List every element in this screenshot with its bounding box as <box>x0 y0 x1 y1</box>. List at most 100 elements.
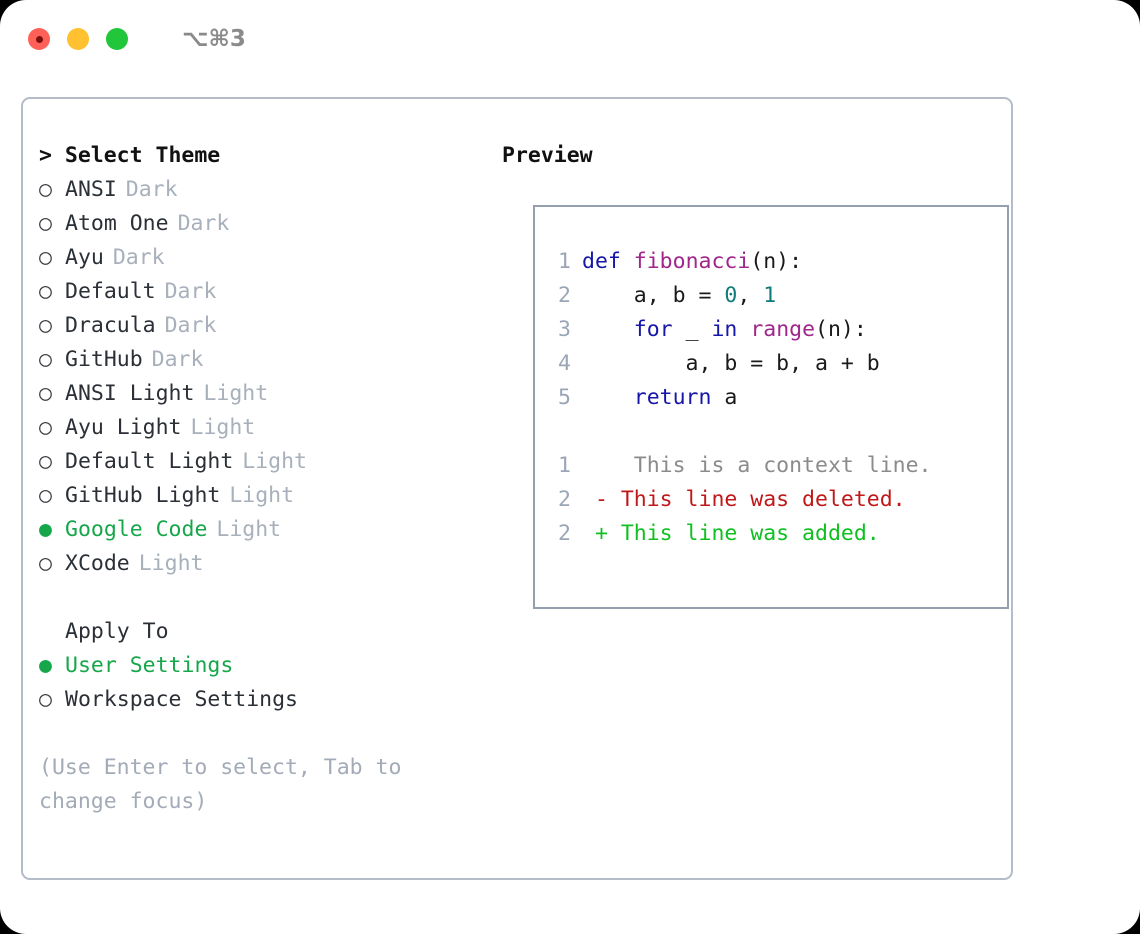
keyboard-hint-text: (Use Enter to select, Tab to change focu… <box>39 755 415 814</box>
code-token <box>621 249 634 274</box>
radio-unselected-icon: ○ <box>39 449 52 474</box>
theme-option-github[interactable]: ○ GitHub Dark <box>39 343 489 377</box>
line-number: 3 <box>558 317 571 342</box>
preview-section-gap <box>545 415 932 449</box>
line-number: 5 <box>558 385 571 410</box>
code-token: 1 <box>763 283 777 308</box>
diff-line-ctx: 1 This is a context line. <box>545 449 932 483</box>
close-button[interactable] <box>28 28 50 50</box>
theme-variant-badge: Dark <box>164 313 217 338</box>
apply-to-option-workspace-settings[interactable]: ○Workspace Settings <box>39 683 489 717</box>
apply-to-option-label: Workspace Settings <box>65 687 298 712</box>
diff-marker <box>582 453 608 478</box>
theme-option-label: Dracula <box>65 313 156 338</box>
code-token: range <box>750 317 816 342</box>
radio-unselected-icon: ○ <box>39 313 52 338</box>
code-token: a, b = <box>582 283 725 308</box>
theme-option-label: ANSI <box>65 177 117 202</box>
theme-variant-badge: Light <box>242 449 308 474</box>
code-token: def <box>582 249 621 274</box>
code-line: 5 return a <box>545 381 932 415</box>
preview-header: Preview <box>502 143 593 168</box>
theme-option-label: Ayu Light <box>65 415 182 440</box>
radio-unselected-icon: ○ <box>39 415 52 440</box>
title-bar: ⌥⌘3 <box>0 0 1140 78</box>
theme-option-label: Default Light <box>65 449 234 474</box>
theme-variant-badge: Dark <box>151 347 204 372</box>
theme-variant-badge: Light <box>216 517 282 542</box>
code-token: (n): <box>815 317 867 342</box>
line-number: 4 <box>558 351 571 376</box>
diff-marker: + <box>582 521 608 546</box>
code-token: fibonacci <box>633 249 751 274</box>
theme-option-label: Ayu <box>65 245 104 270</box>
maximize-button[interactable] <box>106 28 128 50</box>
theme-variant-badge: Light <box>203 381 269 406</box>
radio-unselected-icon: ○ <box>39 211 52 236</box>
line-number: 2 <box>558 283 571 308</box>
apply-to-list: ● User Settings ○Workspace Settings <box>39 649 489 717</box>
diff-line-add: 2 + This line was added. <box>545 517 932 551</box>
theme-option-ayu[interactable]: ○ Ayu Dark <box>39 241 489 275</box>
theme-option-github-light[interactable]: ○ GitHub Light Light <box>39 479 489 513</box>
theme-option-default-light[interactable]: ○ Default Light Light <box>39 445 489 479</box>
theme-option-label: ANSI Light <box>65 381 195 406</box>
theme-variant-badge: Dark <box>177 211 230 236</box>
code-token: , <box>737 283 764 308</box>
theme-variant-badge: Light <box>138 551 204 576</box>
theme-variant-badge: Light <box>229 483 295 508</box>
theme-option-atom-one[interactable]: ○ Atom One Dark <box>39 207 489 241</box>
radio-selected-icon: ● <box>39 517 52 542</box>
code-token: a, b = b, a + b <box>582 351 880 376</box>
apply-to-header-row: ○ Apply To <box>39 615 489 649</box>
theme-option-label: GitHub <box>65 347 143 372</box>
code-token: a <box>711 385 738 410</box>
theme-option-ansi-light[interactable]: ○ ANSI Light Light <box>39 377 489 411</box>
code-token <box>582 317 634 342</box>
code-line: 2 a, b = 0, 1 <box>545 279 932 313</box>
radio-unselected-icon: ○ <box>39 381 52 406</box>
diff-text: This is a context line. <box>607 453 932 478</box>
theme-variant-badge: Dark <box>164 279 217 304</box>
apply-to-header: Apply To <box>65 619 169 644</box>
code-line: 3 for _ in range(n): <box>545 313 932 347</box>
radio-unselected-icon: ○ <box>39 347 52 372</box>
apply-to-option-user-settings[interactable]: ● User Settings <box>39 649 489 683</box>
theme-option-dracula[interactable]: ○ Dracula Dark <box>39 309 489 343</box>
theme-picker-header: > Select Theme <box>39 143 221 168</box>
section-spacer <box>39 581 489 615</box>
code-token <box>582 385 634 410</box>
code-line: 4 a, b = b, a + b <box>545 347 932 381</box>
radio-unselected-icon: ○ <box>39 551 52 576</box>
line-number: 2 <box>558 487 571 512</box>
diff-text: This line was added. <box>607 521 880 546</box>
code-token: (n): <box>750 249 803 274</box>
radio-unselected-icon: ○ <box>39 245 52 270</box>
theme-variant-badge: Dark <box>125 177 178 202</box>
theme-option-label: GitHub Light <box>65 483 221 508</box>
traffic-light-group <box>28 28 128 50</box>
minimize-button[interactable] <box>67 28 89 50</box>
radio-selected-icon: ● <box>39 653 52 678</box>
line-number: 1 <box>558 453 571 478</box>
theme-option-label: Atom One <box>65 211 169 236</box>
theme-option-label: Default <box>65 279 156 304</box>
theme-variant-badge: Dark <box>112 245 165 270</box>
apply-to-option-label: User Settings <box>65 653 234 678</box>
radio-unselected-icon: ○ <box>39 483 52 508</box>
keyboard-shortcut-label: ⌥⌘3 <box>182 26 246 52</box>
code-token <box>737 317 750 342</box>
